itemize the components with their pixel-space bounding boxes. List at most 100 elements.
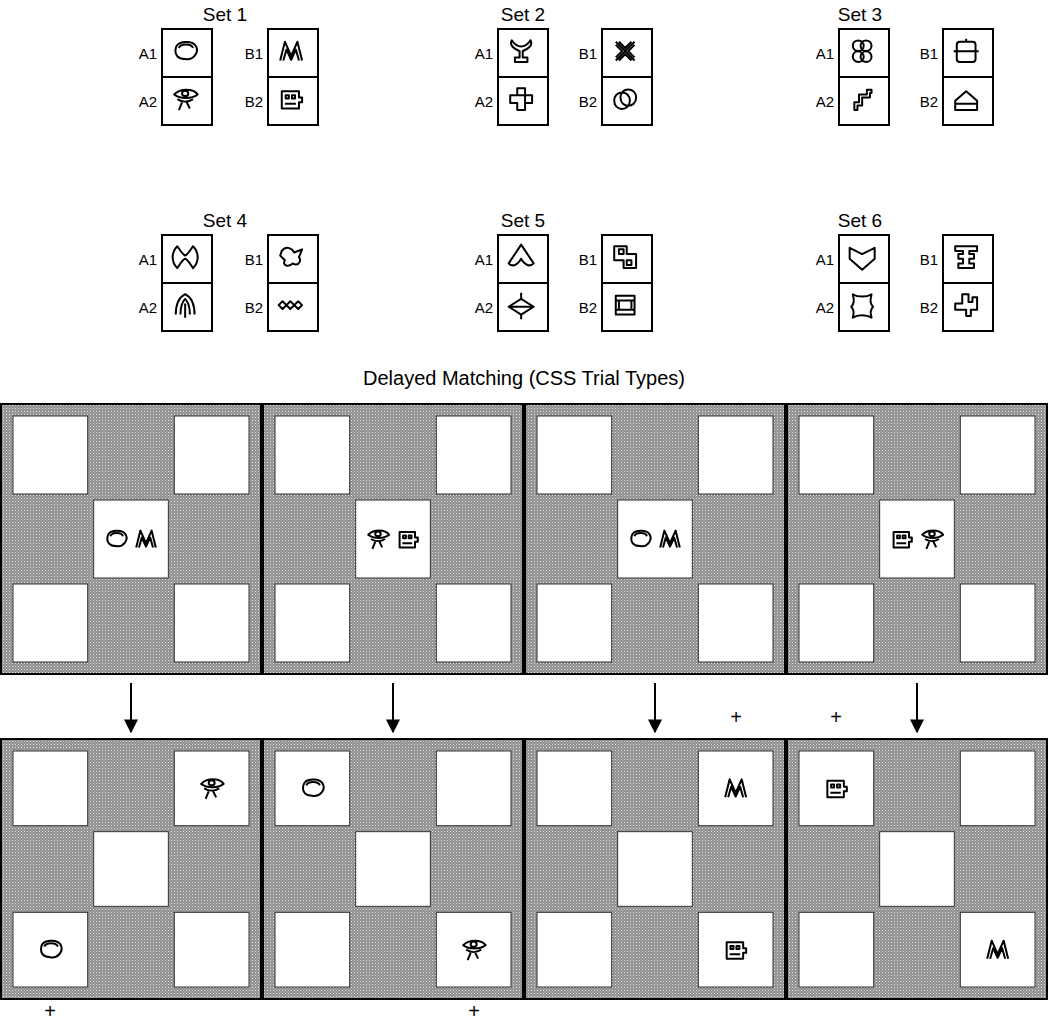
stimulus-drawing [163,30,211,76]
stimulus-glyph [511,40,531,62]
response-cell [537,912,612,987]
glyph-outline [136,531,156,548]
response-cell [94,832,169,907]
trial-arrow [916,683,918,732]
stimulus-glyph [201,779,224,799]
glyph-outline [827,781,847,798]
glyph-outline [660,531,680,548]
response-cell [436,751,511,826]
response-cell [698,751,773,826]
trial-panel [525,404,785,674]
set-title: Set 6 [838,210,882,231]
stimulus-drawing [603,284,651,330]
stimulus-glyph [854,90,871,110]
stimulus-glyph [176,294,195,317]
stimulus-glyph [851,294,873,317]
trial-arrow [654,683,656,732]
stimulus-glyph [955,294,977,316]
response-cell [618,500,693,578]
glyph-outline [955,91,977,110]
glyph-outline [509,293,534,320]
glyph-outline [614,89,636,109]
set-title: Set 1 [203,4,247,25]
response-cell [799,416,874,494]
response-cell [13,751,88,826]
glyph-outline [463,941,486,961]
response-cell [13,584,88,662]
response-cell [436,912,511,987]
glyph-outline [400,532,418,547]
response-cell [436,416,511,494]
stimulus-drawing [840,236,888,282]
trial-panel [787,404,1047,674]
stimulus-glyph [631,531,650,546]
stimulus-box: A2 [838,282,890,332]
stimulus-glyph [954,39,979,62]
glyph-outline [614,246,636,268]
response-cell [174,751,249,826]
stimulus-drawing [499,284,547,330]
trial-panel [525,739,785,999]
stimulus-glyph [175,42,196,59]
response-cell [275,912,350,987]
stimulus-box: B1 [601,234,653,284]
glyph-outline [955,246,977,268]
set-title: Set 2 [501,4,545,25]
stimulus-glyph [725,779,746,797]
response-cell [698,912,773,987]
response-cell [537,751,612,826]
stimulus-glyph [107,531,126,546]
stimulus-drawing [163,284,211,330]
stimulus-glyph [400,532,418,547]
stimulus-glyph [955,91,977,110]
glyph-outline [616,296,635,315]
stimulus-drawing [269,30,317,76]
stimulus-label: A2 [816,93,834,110]
stimulus-box: A2 [161,282,213,332]
stimulus-glyph [955,246,977,268]
stimulus-label: A2 [475,299,493,316]
stimulus-glyph [463,941,486,961]
stimulus-drawing [269,78,317,124]
stimulus-box: A2 [497,282,549,332]
glyph-outline [727,942,747,959]
response-cell [698,416,773,494]
stimulus-drawing [944,236,992,282]
response-cell [356,500,431,578]
glyph-outline [303,780,324,797]
stimulus-drawing [603,78,651,124]
stimulus-box: B1 [942,234,994,284]
glyph-outline [616,42,635,61]
stimulus-box: A2 [161,76,213,126]
stimulus-glyph [280,248,302,266]
response-cell [960,416,1035,494]
stimulus-glyph [509,293,534,320]
glyph-outline [725,779,746,797]
stimulus-glyph [136,531,156,548]
stimulus-label: B1 [579,251,597,268]
glyph-outline [510,88,532,110]
glyph-outline [854,90,871,110]
stimulus-box: B1 [942,28,994,78]
correct-marker: + [468,1000,480,1022]
stimulus-drawing [499,78,547,124]
glyph-outline [955,294,977,316]
stimulus-box: A1 [497,234,549,284]
response-cell [13,912,88,987]
response-cell [960,751,1035,826]
stimulus-drawing [499,30,547,76]
glyph-outline [174,90,197,110]
glyph-outline [851,294,873,317]
stimulus-glyph [987,941,1008,959]
response-cell [880,500,955,578]
response-cell [537,416,612,494]
stimulus-drawing [163,236,211,282]
trial-panel [1,739,261,999]
stimulus-box: B2 [601,76,653,126]
stimulus-label: B2 [245,299,263,316]
stimulus-glyph [853,40,872,62]
stimulus-label: B2 [920,93,938,110]
stimulus-box: B2 [942,76,994,126]
trial-panel [263,739,523,999]
stimulus-glyph [174,90,197,110]
